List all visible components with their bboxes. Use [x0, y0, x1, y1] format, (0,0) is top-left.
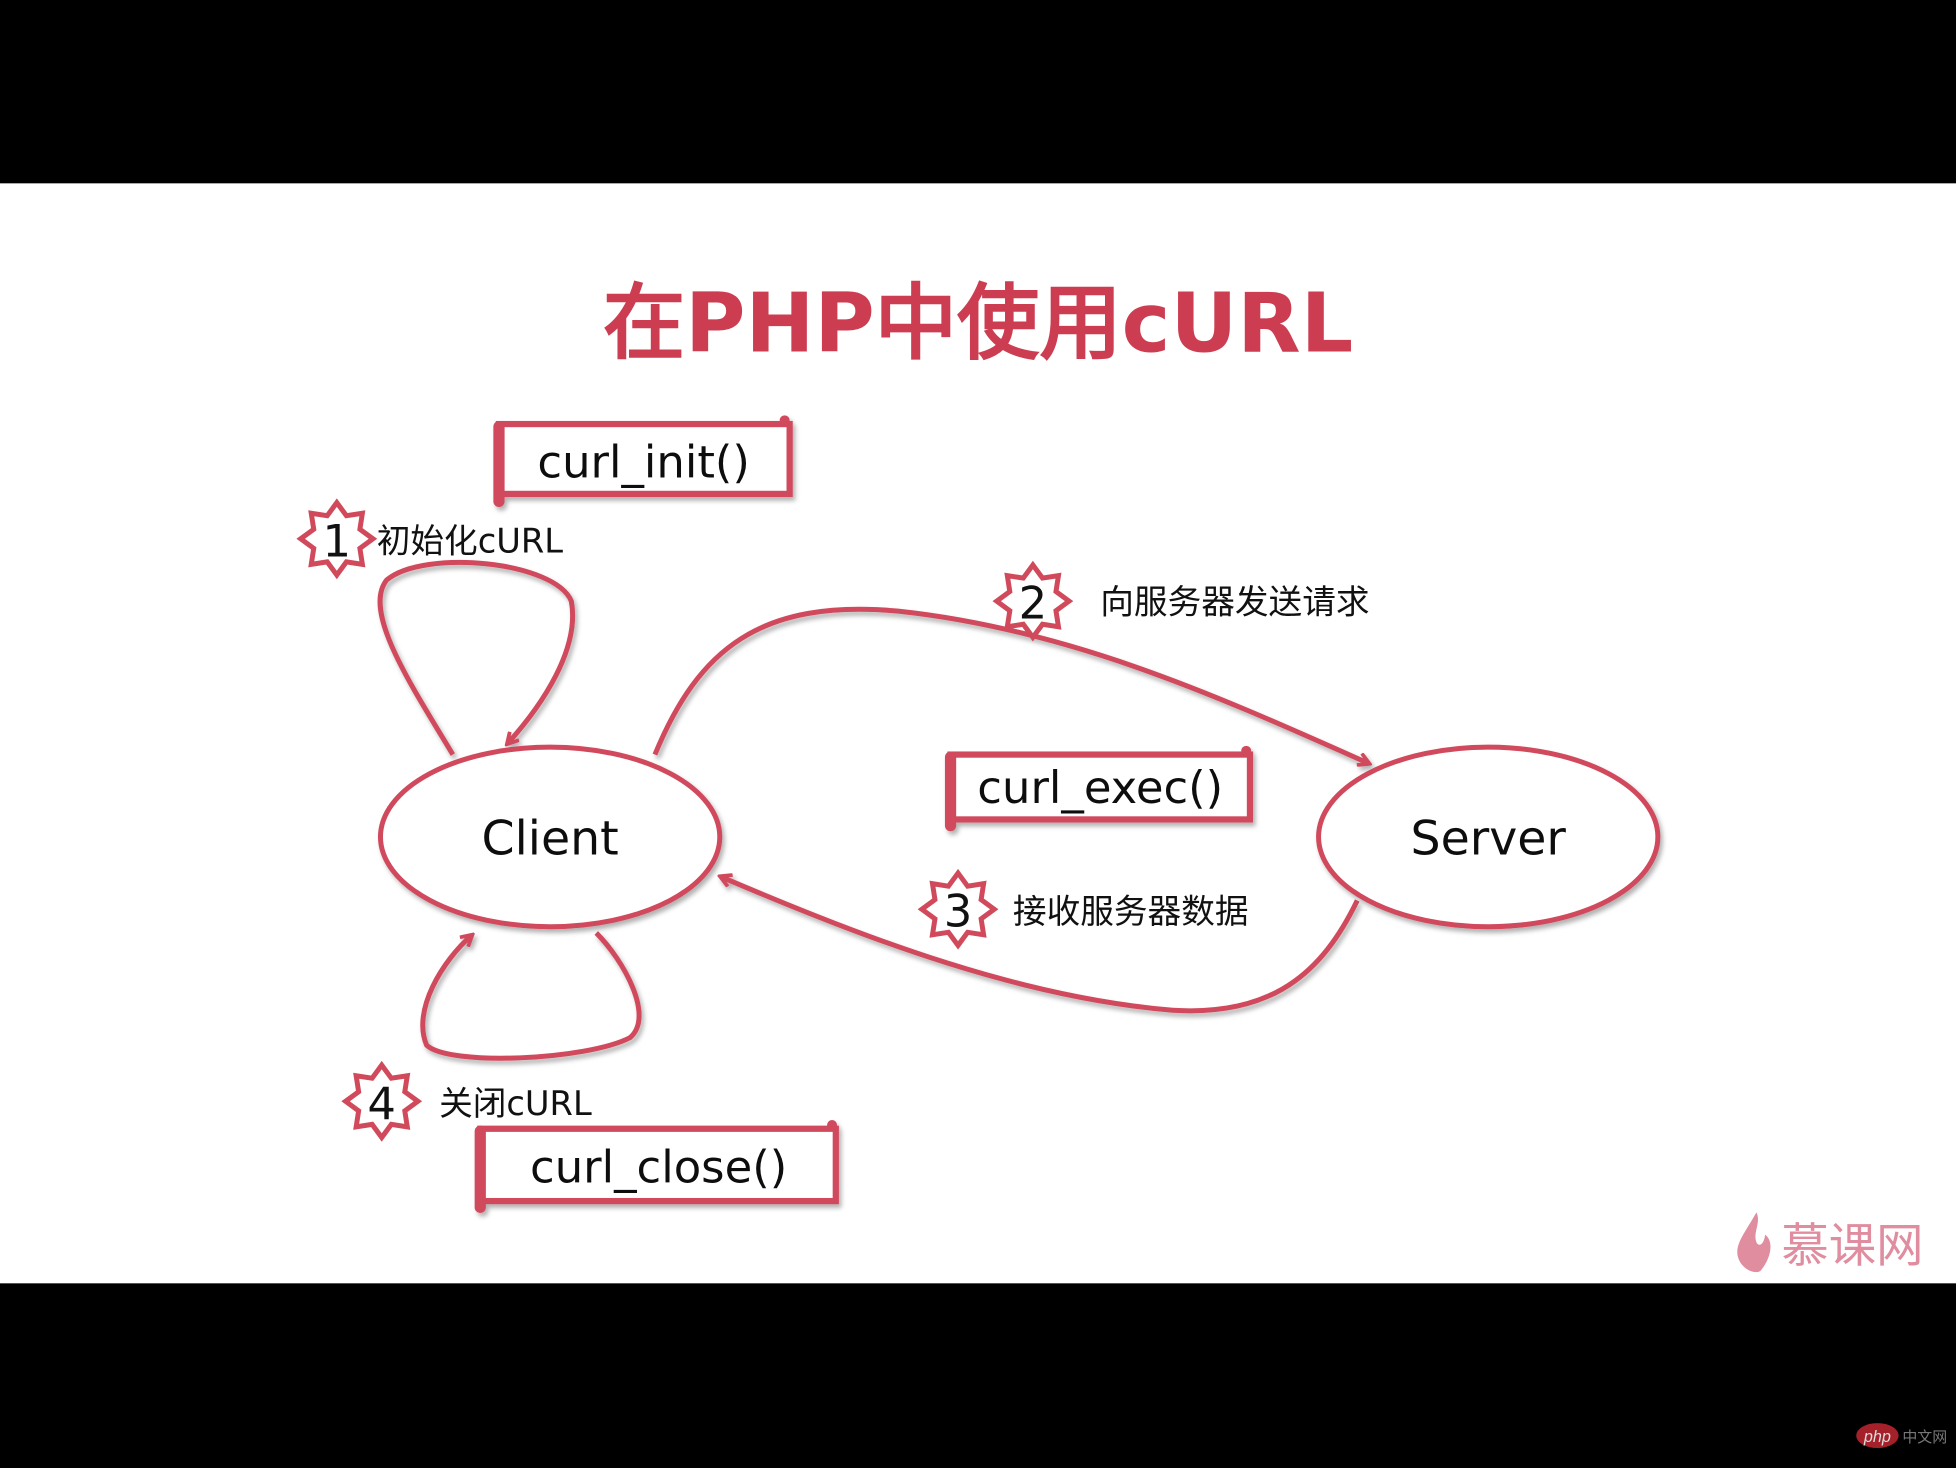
client-node: Client — [377, 744, 723, 930]
php-cn-watermark: php 中文网 — [1856, 1423, 1947, 1449]
curl-close-box: curl_close() — [474, 1120, 839, 1213]
step-number: 2 — [1019, 577, 1048, 630]
curl-close-label: curl_close() — [530, 1140, 787, 1193]
star-badge-icon — [917, 868, 999, 950]
star-badge-icon — [992, 560, 1074, 642]
step-3: 3 接收服务器数据 — [917, 868, 1249, 950]
step-label: 向服务器发送请求 — [1100, 583, 1369, 622]
step-number: 1 — [323, 514, 352, 567]
php-badge — [1856, 1423, 1899, 1449]
php-badge-text: php — [1863, 1428, 1891, 1446]
step-label: 接收服务器数据 — [1013, 892, 1249, 931]
curl-init-box: curl_init() — [493, 415, 793, 508]
step-4: 4 关闭cURL — [341, 1060, 592, 1142]
client-label: Client — [482, 811, 619, 866]
request-arrow — [652, 606, 1369, 763]
server-label: Server — [1411, 811, 1567, 866]
init-loop-arrow — [377, 559, 576, 756]
letterbox-top — [0, 0, 1956, 184]
imooc-logo: 慕课网 — [1737, 1212, 1923, 1274]
curl-exec-label: curl_exec() — [977, 761, 1223, 814]
flame-icon — [1737, 1212, 1771, 1273]
star-badge-icon — [341, 1060, 423, 1142]
server-node: Server — [1316, 744, 1661, 930]
step-label: 初始化cURL — [377, 522, 564, 561]
step-number: 3 — [944, 885, 973, 938]
letterbox-bottom — [0, 1283, 1956, 1468]
step-label: 关闭cURL — [439, 1084, 592, 1123]
star-badge-icon — [296, 498, 378, 580]
step-number: 4 — [367, 1077, 396, 1130]
close-loop-arrow — [420, 931, 642, 1061]
curl-init-label: curl_init() — [537, 436, 750, 489]
logo-text: 慕课网 — [1781, 1219, 1923, 1274]
curl-exec-box: curl_exec() — [944, 745, 1254, 832]
php-suffix-text: 中文网 — [1902, 1429, 1947, 1446]
step-1: 1 初始化cURL — [296, 498, 564, 580]
slide-title: 在PHP中使用cURL — [603, 277, 1353, 372]
slide-background — [0, 183, 1956, 1284]
response-arrow — [721, 877, 1360, 1014]
step-2: 2 向服务器发送请求 — [992, 560, 1370, 642]
